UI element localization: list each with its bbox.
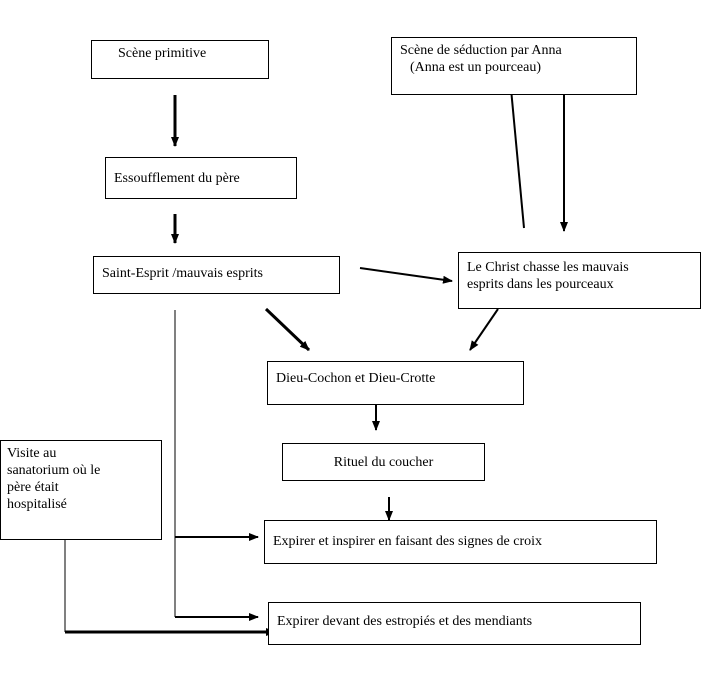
node-visite-line4: hospitalisé — [7, 497, 67, 512]
node-saint-esprit-text: Saint-Esprit /mauvais esprits — [102, 266, 263, 281]
node-expirer-estropies-text: Expirer devant des estropiés et des mend… — [277, 614, 533, 629]
node-visite-line1: Visite au — [7, 446, 57, 461]
node-seduction: Scène de séduction par Anna (Anna est un… — [391, 37, 637, 95]
node-essoufflement-text: Essoufflement du père — [114, 171, 240, 186]
node-christ: Le Christ chasse les mauvais esprits dan… — [458, 252, 701, 309]
node-scene-primitive: Scène primitive — [91, 40, 269, 79]
node-visite-line2: sanatorium où le — [7, 463, 101, 478]
arrow-christ-to-seduction — [506, 77, 525, 229]
node-expirer-croix: Expirer et inspirer en faisant des signe… — [264, 520, 657, 564]
node-rituel-text: Rituel du coucher — [333, 455, 434, 470]
node-seduction-line1: Scène de séduction par Anna — [400, 43, 562, 58]
node-saint-esprit: Saint-Esprit /mauvais esprits — [93, 256, 340, 294]
node-dieu-cochon-text: Dieu-Cochon et Dieu-Crotte — [276, 371, 436, 386]
node-visite: Visite au sanatorium où le père était ho… — [0, 440, 162, 540]
node-seduction-line2: (Anna est un pourceau) — [410, 60, 542, 75]
node-christ-line2: esprits dans les pourceaux — [467, 277, 614, 292]
node-dieu-cochon: Dieu-Cochon et Dieu-Crotte — [267, 361, 524, 405]
node-expirer-estropies: Expirer devant des estropiés et des mend… — [268, 602, 641, 645]
node-christ-line1: Le Christ chasse les mauvais — [467, 260, 629, 275]
node-expirer-croix-text: Expirer et inspirer en faisant des signe… — [273, 534, 543, 549]
arrow-saint-esprit-to-christ — [359, 267, 453, 284]
node-scene-primitive-text: Scène primitive — [118, 46, 207, 61]
arrow-christ-to-dieu-cochon — [469, 308, 499, 351]
node-visite-line3: père était — [7, 480, 59, 495]
arrow-saint-esprit-to-dieu-cochon — [264, 307, 311, 352]
node-rituel: Rituel du coucher — [282, 443, 485, 481]
node-essoufflement: Essoufflement du père — [105, 157, 297, 199]
